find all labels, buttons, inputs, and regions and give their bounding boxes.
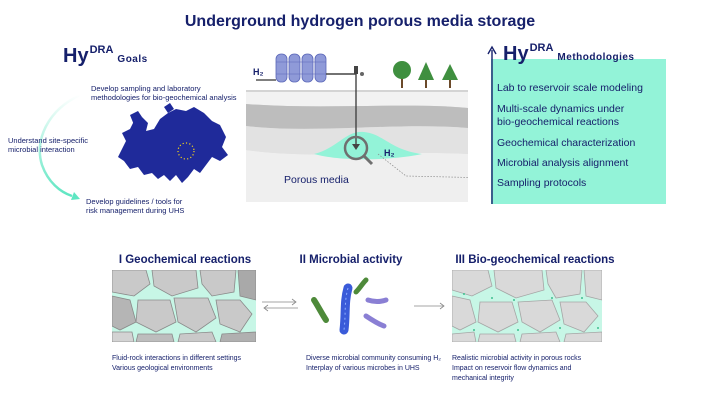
page-title: Underground hydrogen porous media storag…: [184, 13, 536, 30]
europe-map: [118, 103, 228, 183]
section-title-microbial: II Microbial activity: [299, 254, 403, 266]
storage-scene: [246, 50, 468, 202]
microbe-green-icon: [311, 297, 329, 323]
magnifier-icon: [343, 135, 374, 166]
method-item-5: Sampling protocols: [497, 177, 587, 189]
methodologies-brand: Hy: [503, 43, 529, 65]
goals-heading-text: Goals: [117, 54, 148, 65]
methodologies-arrow: [487, 45, 497, 204]
tank-h2-label: H₂: [253, 67, 264, 77]
method-item-3: Geochemical characterization: [497, 137, 636, 149]
methodologies-panel: [491, 59, 666, 204]
method-item-2: Multi-scale dynamics under bio-geochemic…: [497, 103, 625, 128]
hydrogen-tanks-icon: [275, 53, 327, 83]
goals-heading: HyDRAGoals: [63, 44, 148, 68]
methodologies-heading-text: Methodologies: [557, 52, 635, 63]
microbe-green2-icon: [353, 277, 369, 295]
methodologies-heading: HyDRAMethodologies: [503, 42, 635, 66]
section-title-geochemical: I Geochemical reactions: [118, 254, 252, 266]
plume-h2-label: H₂: [384, 148, 395, 158]
microbes-panel: [311, 277, 389, 335]
goal-item-3: Develop guidelines / tools for risk mana…: [86, 197, 185, 215]
flow-arrow-icon: [414, 302, 445, 310]
geochemical-rock-panel: [112, 270, 256, 342]
microbe-blue-icon: [339, 283, 353, 335]
section-title-biogeochemical: III Bio-geochemical reactions: [455, 254, 615, 266]
captions-geochemical: Fluid-rock interactions in different set…: [112, 355, 242, 372]
method-item-4: Microbial analysis alignment: [497, 157, 629, 169]
biogeochemical-rock-panel: [452, 270, 602, 342]
goal-item-2: Understand site-specific microbial inter…: [8, 136, 89, 154]
methodologies-brand-sup: DRA: [529, 42, 554, 54]
microbe-purple-icon: [363, 297, 389, 329]
captions-microbial: Diverse microbial community consuming H₂…: [306, 355, 441, 372]
goals-brand: Hy: [63, 45, 89, 67]
tree-icon: [393, 61, 458, 88]
method-item-1: Lab to reservoir scale modeling: [497, 82, 643, 94]
porous-media-label: Porous media: [284, 174, 349, 186]
goal-item-1: Develop sampling and laboratory methodol…: [91, 84, 237, 102]
captions-biogeochemical: Realistic microbial activity in porous r…: [452, 355, 582, 382]
exchange-arrows-icon: [262, 298, 298, 312]
goals-brand-sup: DRA: [89, 44, 114, 56]
